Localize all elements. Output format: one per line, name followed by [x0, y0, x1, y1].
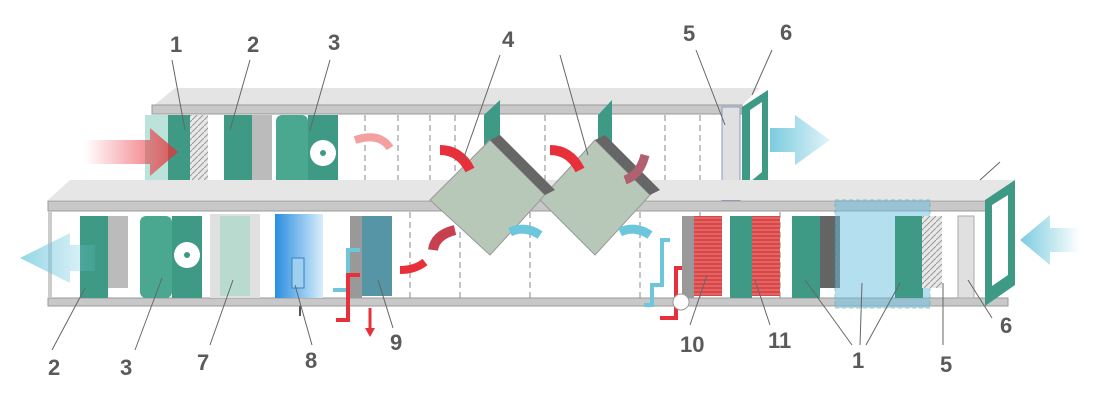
label-top-5: 5: [683, 21, 695, 46]
label-top-1: 1: [170, 32, 182, 57]
cross-flow-heat-exchangers: [429, 135, 660, 256]
extract-air-in-arrow: [85, 128, 178, 176]
damper-grille: [957, 215, 975, 299]
label-bottom-11: 11: [768, 328, 791, 353]
supply-air-out-arrow: [20, 233, 95, 283]
reheat-coil: [752, 216, 780, 296]
filter-panel: [792, 216, 820, 298]
valve-icon: [672, 293, 690, 311]
exhaust-air-out-arrow: [770, 115, 830, 165]
label-bottom-9: 9: [390, 330, 402, 355]
outdoor-air-in-arrow: [1020, 215, 1080, 265]
silencer: [220, 216, 250, 296]
label-bottom-1: 1: [852, 348, 864, 373]
label-top-6: 6: [780, 20, 792, 45]
label-bottom-8: 8: [305, 348, 317, 373]
label-bottom-10: 10: [680, 332, 704, 357]
leader-lines: [51, 49, 1001, 351]
label-top-3: 3: [328, 30, 340, 55]
label-bottom-6: 6: [1000, 313, 1012, 338]
label-bottom-5: 5: [940, 352, 952, 377]
label-top-4: 4: [502, 27, 515, 52]
label-bottom-2: 2: [48, 355, 60, 380]
label-bottom-3: 3: [120, 355, 132, 380]
airflow-arrows: [20, 115, 1080, 283]
lower-bottom-rail: [47, 297, 1009, 307]
upper-top-rail: [151, 104, 743, 115]
heating-coil: [694, 216, 722, 296]
label-bottom-7: 7: [197, 350, 209, 375]
callout-labels: 1 2 3 4 5 6 2 3 7 8 9 10 11 1 5 6: [48, 20, 1012, 380]
label-top-2: 2: [247, 32, 259, 57]
cooling-coil: [362, 216, 392, 296]
